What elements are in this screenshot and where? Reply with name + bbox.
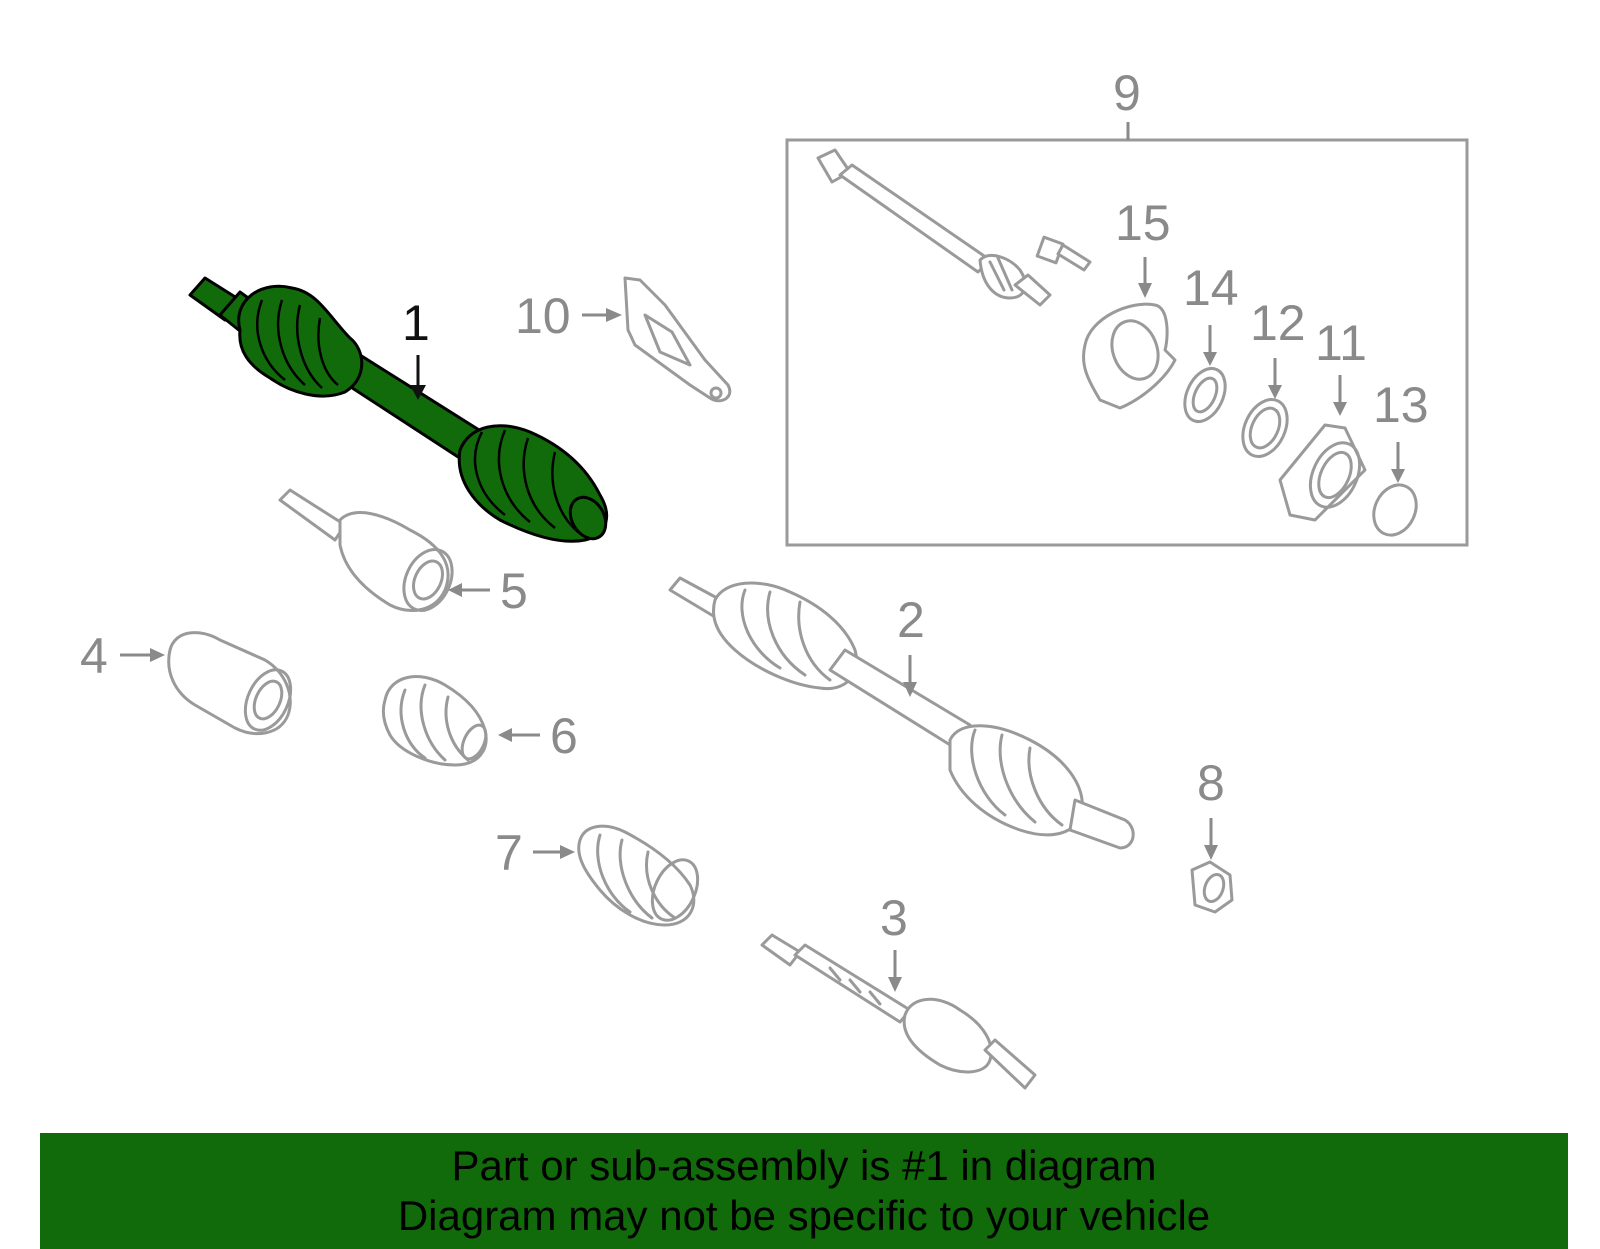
callout-14-arrowhead <box>1203 352 1217 366</box>
callout-3-arrowhead <box>888 977 902 992</box>
part-8-nut[interactable] <box>1190 860 1234 914</box>
callout-13: 13 <box>1373 377 1429 433</box>
callout-1: 1 <box>402 295 430 351</box>
callout-1-arrowhead <box>410 385 426 400</box>
callout-10-arrowhead <box>606 308 622 322</box>
part-5-cv-joint[interactable] <box>278 488 461 618</box>
part-9-kit-shaft[interactable] <box>816 148 1052 307</box>
part-4-inner-joint[interactable] <box>167 631 300 738</box>
part-9-bolt[interactable] <box>1035 235 1092 272</box>
part-2-axle-assembly[interactable] <box>668 576 1135 850</box>
callout-12: 12 <box>1250 295 1306 351</box>
callout-7: 7 <box>495 825 523 881</box>
callout-8: 8 <box>1197 755 1225 811</box>
callout-5: 5 <box>500 563 528 619</box>
callout-11-arrowhead <box>1333 402 1347 416</box>
callout-2: 2 <box>897 592 925 648</box>
callout-13-arrowhead <box>1391 469 1405 483</box>
part-12-bearing[interactable] <box>1234 392 1296 463</box>
callout-6-arrowhead <box>498 728 512 742</box>
callout-12-arrowhead <box>1268 385 1282 399</box>
callout-3: 3 <box>880 890 908 946</box>
callout-15: 15 <box>1115 195 1171 251</box>
callout-5-arrowhead <box>448 583 462 597</box>
part-6-boot[interactable] <box>381 675 490 767</box>
part-10-bracket[interactable] <box>623 276 732 403</box>
callout-6: 6 <box>550 708 578 764</box>
callout-2-arrowhead <box>903 682 917 697</box>
callout-14: 14 <box>1183 260 1239 316</box>
part-7-boot[interactable] <box>577 824 707 927</box>
callout-4: 4 <box>80 628 108 684</box>
callout-9: 9 <box>1113 65 1141 121</box>
info-banner-background <box>40 1133 1568 1249</box>
callout-8-arrowhead <box>1204 845 1218 860</box>
part-3-shaft[interactable] <box>760 933 1037 1090</box>
callout-4-arrowhead <box>150 648 165 662</box>
part-14-seal[interactable] <box>1177 362 1233 428</box>
part-15-shield[interactable] <box>1082 302 1177 410</box>
banner-line-1: Part or sub-assembly is #1 in diagram <box>451 1142 1157 1189</box>
callout-10: 10 <box>515 288 571 344</box>
info-banner: Part or sub-assembly is #1 in diagram Di… <box>40 1133 1568 1249</box>
part-1-axle-assembly[interactable] <box>188 276 613 545</box>
callout-15-arrowhead <box>1138 283 1152 298</box>
banner-line-2: Diagram may not be specific to your vehi… <box>397 1192 1211 1239</box>
part-11-hub[interactable] <box>1278 423 1369 522</box>
part-13-ring[interactable] <box>1366 478 1424 542</box>
callout-11: 11 <box>1315 315 1367 371</box>
callout-7-arrowhead <box>560 845 575 859</box>
